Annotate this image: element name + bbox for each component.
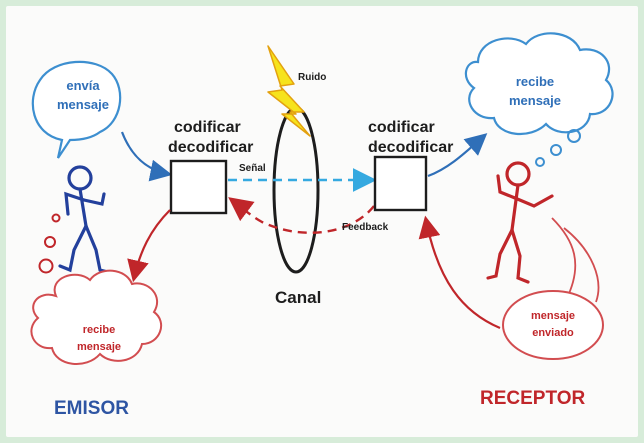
right-box-line-1: codificar xyxy=(368,119,435,136)
right-codec-box xyxy=(373,155,428,212)
left-box-line-1: codificar xyxy=(174,119,241,136)
box-to-receptor-arrow xyxy=(427,133,488,178)
receptor-speech-tail xyxy=(551,217,600,303)
right-box-label: codificar decodificar xyxy=(368,118,453,158)
noise-lightning-icon xyxy=(267,45,311,137)
emisor-to-box-arrow xyxy=(120,131,173,182)
left-codec-box xyxy=(169,159,228,215)
receptor-sent-line-2: enviado xyxy=(532,327,574,339)
emisor-thought-text: envía mensaje xyxy=(48,76,118,114)
emisor-receive-line-2: mensaje xyxy=(76,341,122,353)
receptor-thought-text: recibe mensaje xyxy=(490,72,580,110)
receptor-thought-line-2: mensaje xyxy=(508,93,562,108)
emisor-thought-line-2: mensaje xyxy=(56,97,110,112)
emisor-receive-cloud xyxy=(30,269,163,366)
channel-label: Canal xyxy=(275,288,322,307)
noise-label: Ruido xyxy=(298,72,327,83)
emisor-thought-bubble xyxy=(31,60,122,159)
receptor-label: RECEPTOR xyxy=(480,388,586,409)
emisor-label: EMISOR xyxy=(54,398,129,419)
receptor-thought-cloud xyxy=(464,32,614,136)
receptor-thought-dots xyxy=(535,129,581,167)
channel-ellipse xyxy=(272,106,320,274)
receptor-sent-bubble xyxy=(502,290,604,360)
signal-label: Señal xyxy=(239,163,266,174)
emisor-receive-line-1: recibe xyxy=(82,324,116,336)
emisor-receive-text: recibe mensaje xyxy=(64,322,134,356)
receptor-figure xyxy=(486,161,554,284)
feedback-label: Feedback xyxy=(342,222,389,233)
right-box-line-2: decodificar xyxy=(368,139,454,156)
receptor-sent-text: mensaje enviado xyxy=(518,308,588,342)
emisor-thought-line-1: envía xyxy=(66,78,100,93)
receptor-sent-line-1: mensaje xyxy=(530,310,576,322)
receptor-thought-line-1: recibe xyxy=(515,74,555,89)
emisor-thought-dots xyxy=(38,213,61,274)
left-box-line-2: decodificar xyxy=(168,139,254,156)
emisor-figure xyxy=(58,165,110,274)
feedback-arrow xyxy=(228,197,375,234)
left-box-label: codificar decodificar xyxy=(168,118,253,158)
box-to-emisor-arrow xyxy=(127,209,171,283)
receptor-to-box-arrow xyxy=(418,215,501,330)
